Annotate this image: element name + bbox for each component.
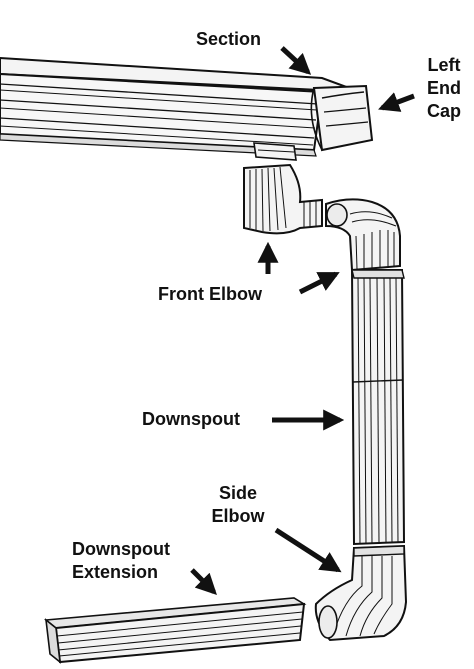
- label-downspout-extension-line-2: Extension: [72, 562, 159, 582]
- callout-arrows: [190, 46, 415, 595]
- label-section: Section: [196, 29, 262, 49]
- gutter-section: [0, 56, 361, 161]
- side-elbow: [314, 544, 408, 642]
- arrow-side-elbow: [274, 527, 342, 573]
- arrow-left-end-cap: [378, 92, 415, 112]
- label-left-end-cap: Left End Cap: [420, 54, 468, 123]
- label-left-end-cap-line-2: End: [427, 78, 461, 98]
- label-left-end-cap-line-1: Left: [427, 55, 461, 75]
- arrow-downspout-extension: [190, 568, 217, 595]
- label-downspout-extension: Downspout Extension: [72, 538, 170, 584]
- arrow-front-elbow-right: [298, 271, 340, 295]
- left-end-cap: [310, 84, 374, 152]
- label-side-elbow: Side Elbow: [194, 482, 282, 528]
- front-elbow-right: [325, 198, 401, 272]
- arrow-section: [280, 46, 312, 75]
- label-left-end-cap-line-3: Cap: [426, 101, 461, 121]
- downspout-extension: [43, 597, 307, 664]
- label-front-elbow: Front Elbow: [158, 284, 262, 304]
- front-elbow-upper: [243, 163, 323, 235]
- label-downspout: Downspout: [142, 409, 240, 429]
- label-side-elbow-line-1: Side: [218, 483, 257, 503]
- downspout: [350, 269, 406, 546]
- label-side-elbow-line-2: Elbow: [211, 506, 265, 526]
- label-downspout-extension-line-1: Downspout: [72, 539, 170, 559]
